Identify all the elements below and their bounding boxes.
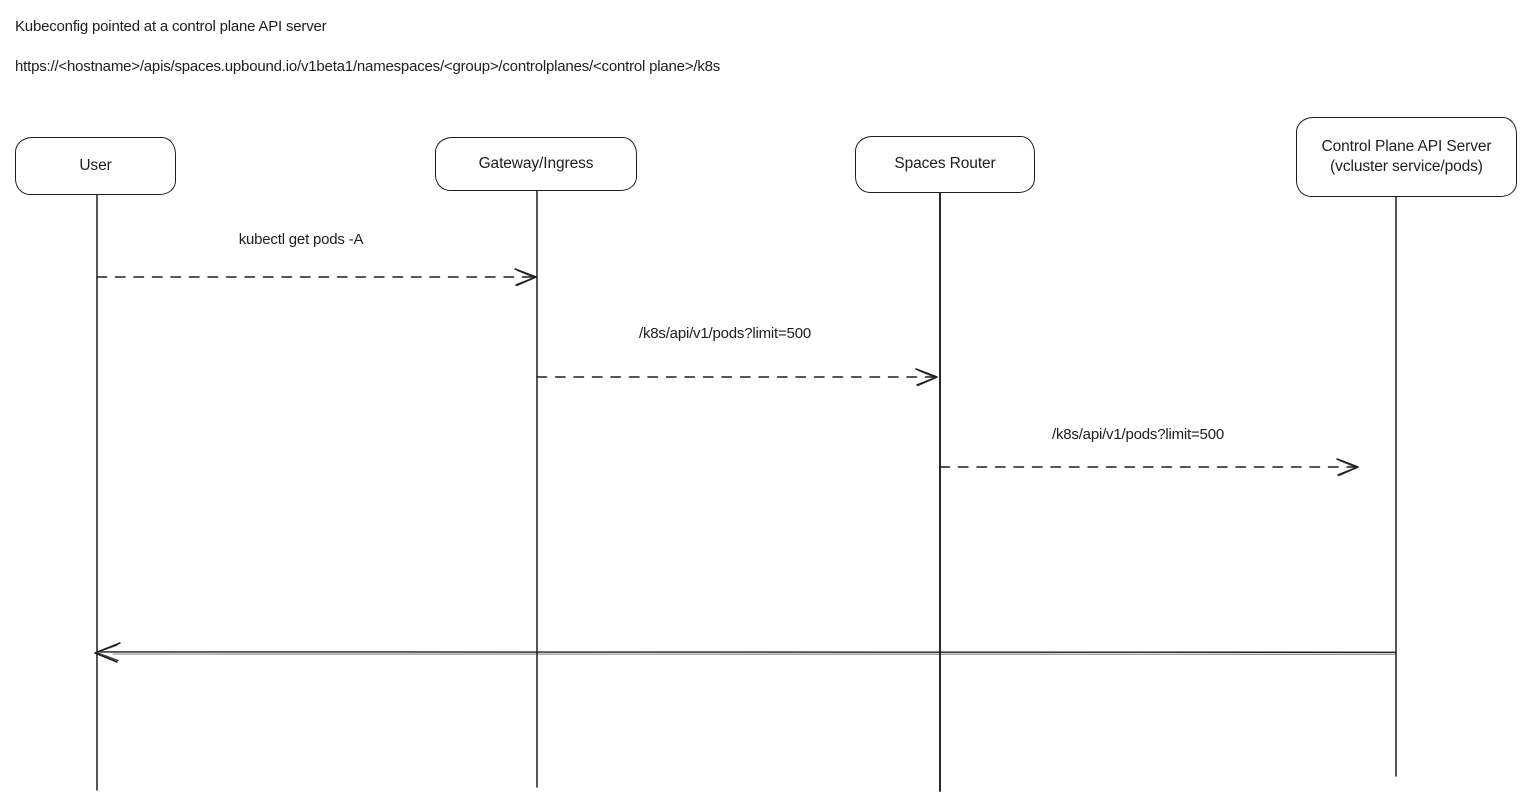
actor-label: Gateway/Ingress: [478, 154, 594, 172]
actor-box-spaces-router: Spaces Router: [855, 136, 1035, 193]
actor-box-control-plane-api-server: Control Plane API Server (vcluster servic…: [1296, 117, 1517, 197]
kubeconfig-url: https://<hostname>/apis/spaces.upbound.i…: [15, 58, 721, 75]
actor-label: User: [79, 156, 112, 174]
arrowhead-left-4-echo: [95, 644, 119, 662]
arrowhead-right-3-echo: [1338, 459, 1358, 477]
diagram-title: Kubeconfig pointed at a control plane AP…: [15, 18, 327, 35]
actor-box-user: User: [15, 137, 176, 195]
message-label-1: kubectl get pods -A: [238, 231, 364, 248]
actor-label: Control Plane API Server: [1321, 137, 1492, 155]
actor-label: (vcluster service/pods): [1330, 158, 1483, 175]
arrowhead-right-2-echo: [917, 369, 937, 387]
message-label-3: /k8s/api/v1/pods?limit=500: [1052, 426, 1224, 443]
arrowhead-right-1-echo: [516, 269, 536, 287]
message-label-2: /k8s/api/v1/pods?limit=500: [639, 325, 811, 342]
actor-box-gateway-ingress: Gateway/Ingress: [435, 137, 637, 191]
actor-label: Spaces Router: [894, 155, 996, 173]
